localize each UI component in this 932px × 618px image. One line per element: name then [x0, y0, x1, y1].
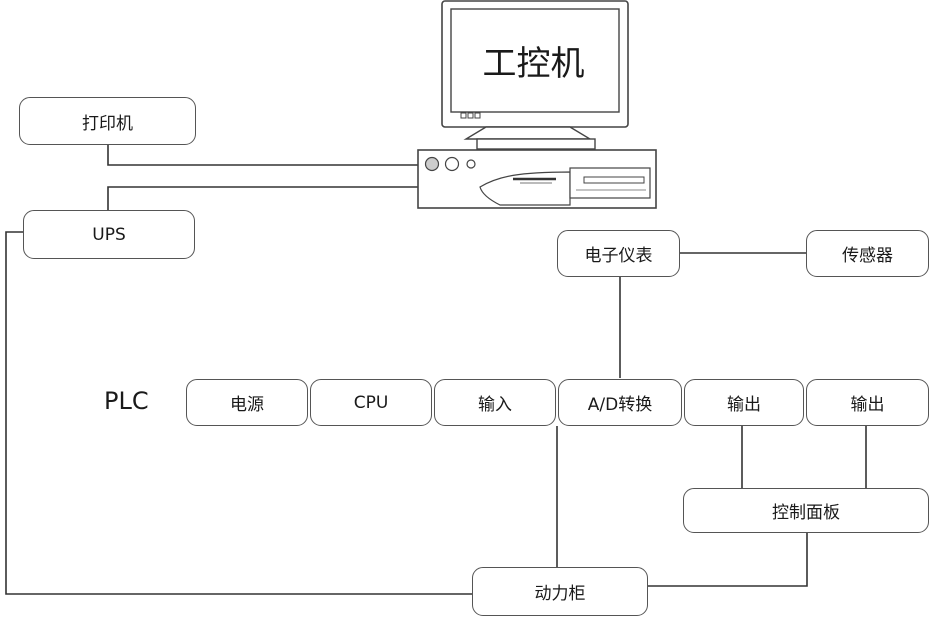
line-ups-computer [107, 186, 418, 210]
computer-illustration [417, 0, 657, 209]
line-panel-power-cabinet [648, 532, 808, 587]
power-cabinet-box: 动力柜 [472, 567, 648, 616]
plc-module-ad-conversion: A/D转换 [558, 379, 682, 426]
plc-module-output-1: 输出 [684, 379, 804, 426]
monitor-icon [441, 0, 629, 150]
plc-label: PLC [104, 387, 149, 415]
plc-module-input: 输入 [434, 379, 556, 426]
pc-case-icon [417, 149, 657, 209]
printer-box: 打印机 [19, 97, 196, 145]
control-panel-box: 控制面板 [683, 488, 929, 533]
line-printer-computer [107, 145, 418, 166]
plc-module-output-2: 输出 [806, 379, 929, 426]
electronic-instrument-box: 电子仪表 [557, 230, 680, 277]
plc-module-power: 电源 [186, 379, 308, 426]
plc-module-cpu: CPU [310, 379, 432, 426]
ups-box: UPS [23, 210, 195, 259]
connector-lines [5, 145, 867, 595]
computer-label: 工控机 [482, 44, 585, 84]
line-ups-power-cabinet [5, 231, 472, 595]
sensor-box: 传感器 [806, 230, 929, 277]
